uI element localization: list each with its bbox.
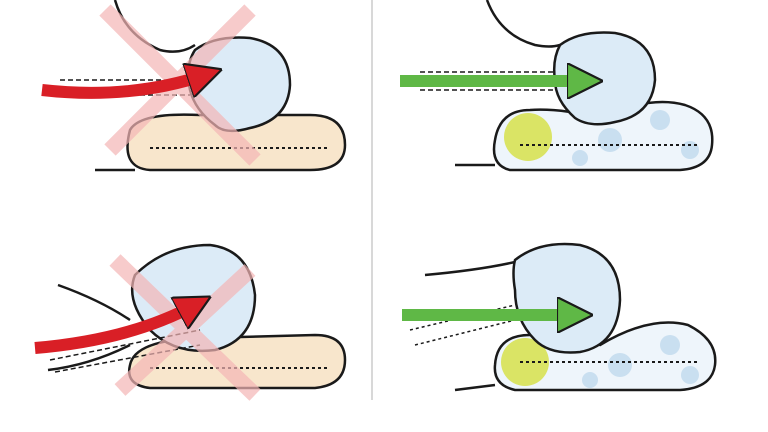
body-outline bbox=[424, 260, 516, 392]
panel-bottom-left-incorrect bbox=[34, 243, 347, 401]
spine bbox=[409, 304, 516, 346]
body-outline bbox=[47, 283, 131, 372]
bad-arrow bbox=[34, 305, 195, 354]
panel-top-right-correct bbox=[400, 0, 714, 172]
neck-support bbox=[501, 338, 549, 386]
spine bbox=[49, 329, 201, 373]
panel-top-left-incorrect bbox=[41, 0, 347, 172]
spine bbox=[420, 71, 555, 91]
body-outline bbox=[455, 0, 561, 167]
neck-support bbox=[504, 113, 552, 161]
bad-arrow bbox=[41, 75, 205, 99]
panel-bottom-right-correct bbox=[402, 242, 717, 392]
